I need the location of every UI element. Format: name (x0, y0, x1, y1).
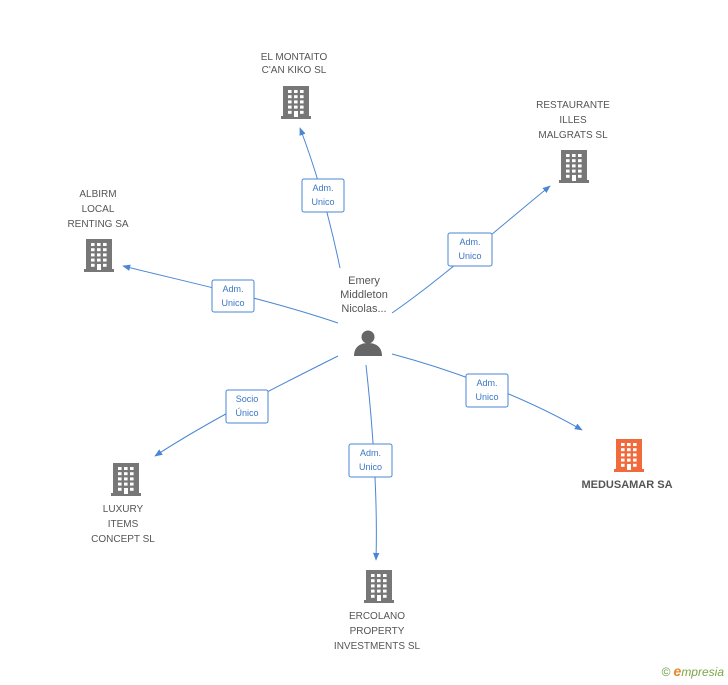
building-icon (559, 150, 589, 183)
company-node[interactable]: LUXURY ITEMS CONCEPT SL (91, 463, 155, 545)
relation-label[interactable]: Adm. Unico (301, 178, 345, 213)
company-name: LOCAL (82, 204, 115, 215)
relation-text: Adm. (312, 183, 333, 193)
relation-label[interactable]: Adm. Unico (465, 373, 509, 408)
relation-text: Adm. (222, 284, 243, 294)
company-name: MEDUSAMAR SA (581, 479, 672, 491)
copyright-icon: © (661, 665, 671, 679)
company-node[interactable]: ALBIRM LOCAL RENTING SA (67, 189, 129, 272)
company-node[interactable]: ERCOLANO PROPERTY INVESTMENTS SL (334, 570, 421, 652)
person-icon (354, 330, 382, 356)
building-icon (281, 86, 311, 119)
person-name: Middleton (340, 289, 388, 301)
company-node[interactable]: EL MONTAITO C'AN KIKO SL (261, 52, 328, 119)
company-name: ILLES (559, 115, 587, 126)
company-name: ALBIRM (79, 189, 116, 200)
person-name: Nicolas... (341, 303, 386, 315)
center-person-node[interactable]: EmeryMiddletonNicolas... (340, 275, 388, 356)
relation-label[interactable]: Adm. Unico (447, 232, 493, 267)
brand-name: mpresia (681, 665, 724, 679)
relation-text: Socio (236, 394, 259, 404)
relation-label[interactable]: Adm. Unico (348, 443, 393, 478)
company-node[interactable]: RESTAURANTE ILLES MALGRATS SL (536, 100, 610, 183)
company-name: RESTAURANTE (536, 100, 610, 111)
relation-text: Único (235, 408, 258, 418)
relation-text: Unico (221, 298, 244, 308)
relation-text: Unico (475, 392, 498, 402)
company-name: C'AN KIKO SL (262, 65, 327, 76)
company-name: LUXURY (103, 504, 144, 515)
company-name: CONCEPT SL (91, 534, 155, 545)
relation-text: Adm. (459, 237, 480, 247)
company-name: INVESTMENTS SL (334, 641, 421, 652)
brand-initial: e (673, 663, 682, 679)
company-name: ERCOLANO (349, 611, 405, 622)
focus-company-node[interactable]: MEDUSAMAR SA (581, 439, 673, 491)
relation-text: Unico (458, 251, 481, 261)
building-icon (111, 463, 141, 496)
relation-text: Unico (311, 197, 334, 207)
building-icon (614, 439, 644, 472)
building-icon (84, 239, 114, 272)
company-name: RENTING SA (67, 219, 128, 230)
edges: Adm.UnicoAdm.UnicoAdm.UnicoAdm.UnicoSoci… (122, 127, 583, 561)
company-name: MALGRATS SL (538, 130, 608, 141)
nodes: EL MONTAITO C'AN KIKO SL RESTAURANTE ILLES M… (67, 52, 672, 652)
company-name: PROPERTY (350, 626, 405, 637)
company-name: ITEMS (108, 519, 139, 530)
footer-brand[interactable]: ©empresia (662, 663, 724, 679)
relation-text: Unico (359, 462, 382, 472)
relation-label[interactable]: Adm. Unico (211, 279, 255, 313)
relation-text: Adm. (476, 378, 497, 388)
company-name: EL MONTAITO (261, 52, 328, 63)
relation-text: Adm. (360, 448, 381, 458)
building-icon (364, 570, 394, 603)
person-name: Emery (348, 275, 380, 287)
